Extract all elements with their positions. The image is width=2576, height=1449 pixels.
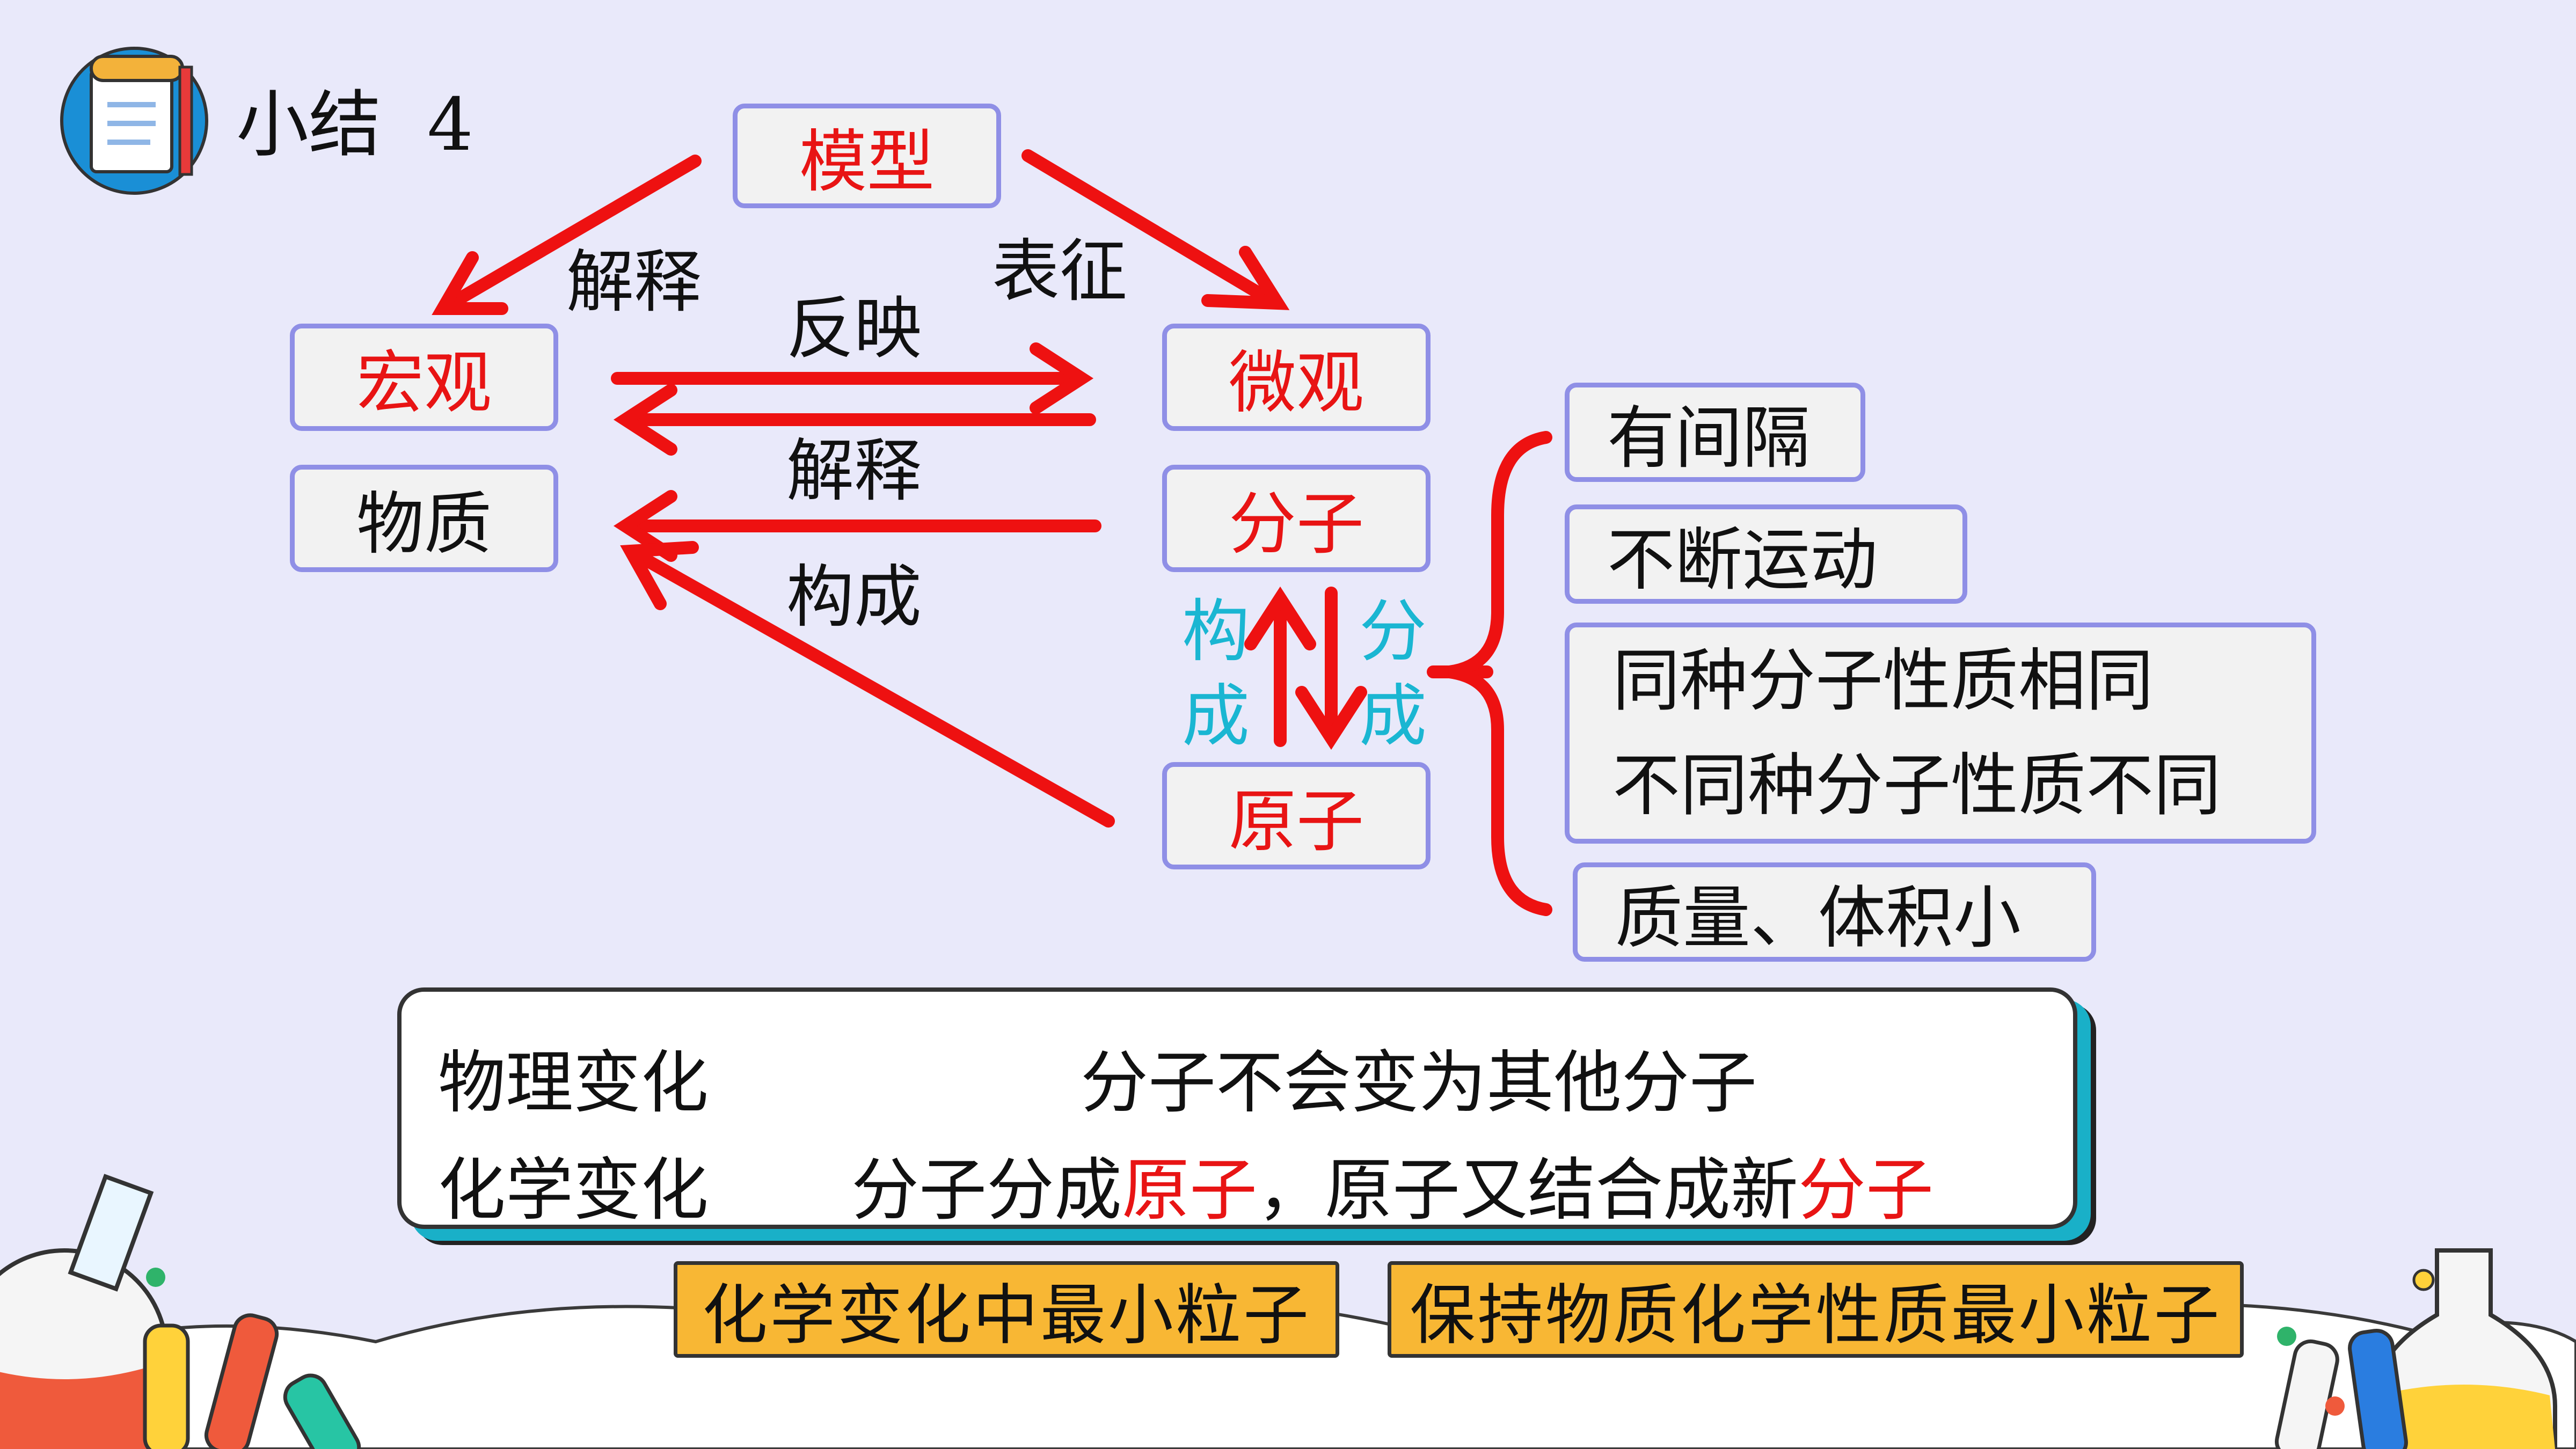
node-molecule: 分子 [1162,465,1431,572]
chemical-change-desc: 分子分成原子，原子又结合成新分子 [851,1151,1933,1230]
physical-change-desc: 分子不会变为其他分子 [1081,1043,1757,1122]
property-same-line1: 同种分子性质相同 [1612,641,2154,720]
physical-change-label: 物理变化 [438,1043,709,1122]
label-reflect: 反映 [786,289,922,368]
page-title: 小结 4 [236,83,473,167]
notebook-icon [60,47,208,195]
property-interval: 有间隔 [1565,383,1865,482]
right-test-tubes-icon [2275,1328,2408,1449]
change-box: 物理变化 分子不会变为其他分子 化学变化 分子分成原子，原子又结合成新分子 [397,987,2077,1230]
node-macro: 宏观 [290,324,558,431]
property-small: 质量、体积小 [1573,862,2096,962]
label-compose-vertical: 构成 [1182,592,1250,756]
label-explain-mid: 解释 [786,431,922,510]
diagram-arrows [432,149,1552,916]
label-explain-top: 解释 [566,243,702,321]
left-test-tubes-icon [143,1313,361,1449]
node-atom: 原子 [1162,762,1431,869]
label-represent: 表征 [992,232,1127,311]
node-micro: 微观 [1162,324,1431,431]
left-flask-icon [0,1174,169,1449]
tag-atom-definition: 化学变化中最小粒子 [674,1261,1339,1358]
property-same-line2: 不同种分子性质不同 [1612,746,2221,825]
label-compose: 构成 [786,558,922,636]
label-divide-vertical: 分成 [1359,592,1427,756]
node-model: 模型 [733,104,1001,208]
tag-molecule-definition: 保持物质化学性质最小粒子 [1388,1261,2244,1358]
node-substance: 物质 [290,465,558,572]
right-flask-icon [2370,1248,2557,1449]
property-same-different: 同种分子性质相同 不同种分子性质不同 [1565,623,2316,844]
chemical-change-label: 化学变化 [438,1151,709,1230]
property-motion: 不断运动 [1565,504,1967,604]
